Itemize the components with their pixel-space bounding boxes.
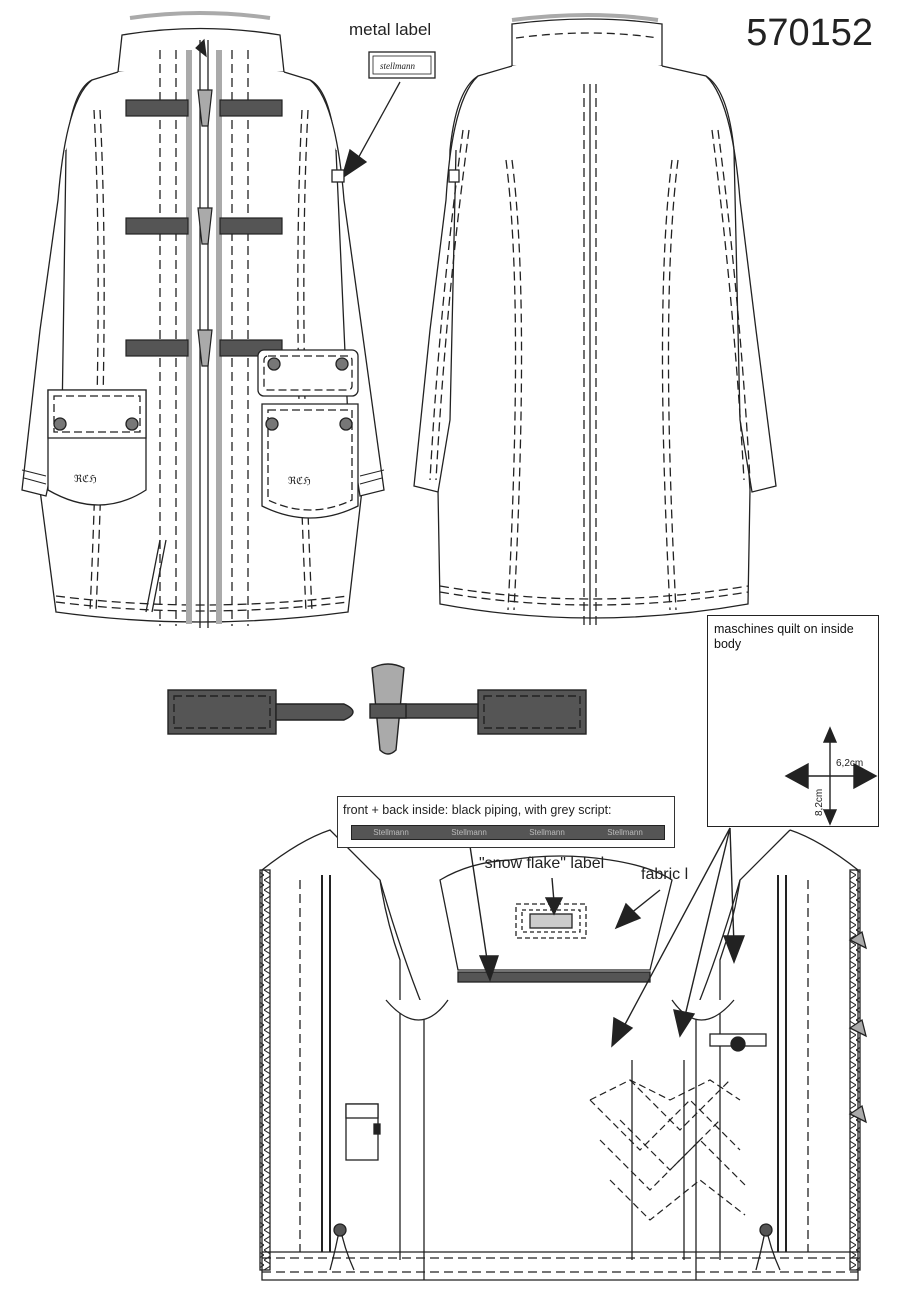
callout-arrows	[469, 827, 746, 1048]
metal-label-caption: metal label	[349, 20, 432, 39]
piping-script-2: Stellmann	[451, 828, 487, 837]
quilt-caption: maschines quilt on inside body	[714, 622, 854, 651]
front-toggle-closures	[125, 38, 283, 367]
metal-label-callout: stellmann	[331, 51, 436, 183]
piping-swatch: Stellmann Stellmann Stellmann Stellmann	[351, 825, 665, 840]
piping-script-4: Stellmann	[607, 828, 643, 837]
piping-script-1: Stellmann	[373, 828, 409, 837]
quilt-height-label: 8,2cm	[814, 789, 825, 816]
style-number: 570152	[746, 12, 873, 54]
svg-text:ℜℭℌ: ℜℭℌ	[74, 474, 97, 485]
svg-text:ℜℭℌ: ℜℭℌ	[288, 476, 311, 487]
quilt-dimension-arrows: 6,2cm 8,2cm	[784, 726, 878, 826]
toggle-detail	[167, 663, 587, 755]
metal-label-plate-text: stellmann	[380, 61, 415, 71]
quilt-width-label: 6,2cm	[836, 758, 863, 769]
snow-flake-label-caption: "snow flake" label	[479, 855, 605, 872]
fabric-label-caption: fabric l	[641, 866, 689, 883]
piping-caption: front + back inside: black piping, with …	[343, 803, 612, 817]
inside-view	[259, 829, 867, 1281]
front-pockets: ℜℭℌ ℜℭℌ	[47, 349, 359, 519]
back-view-coat	[413, 13, 777, 625]
piping-script-3: Stellmann	[529, 828, 565, 837]
piping-callout-box: front + back inside: black piping, with …	[337, 796, 675, 848]
quilt-callout-box: maschines quilt on inside body 6,2cm 8,2…	[707, 615, 879, 827]
